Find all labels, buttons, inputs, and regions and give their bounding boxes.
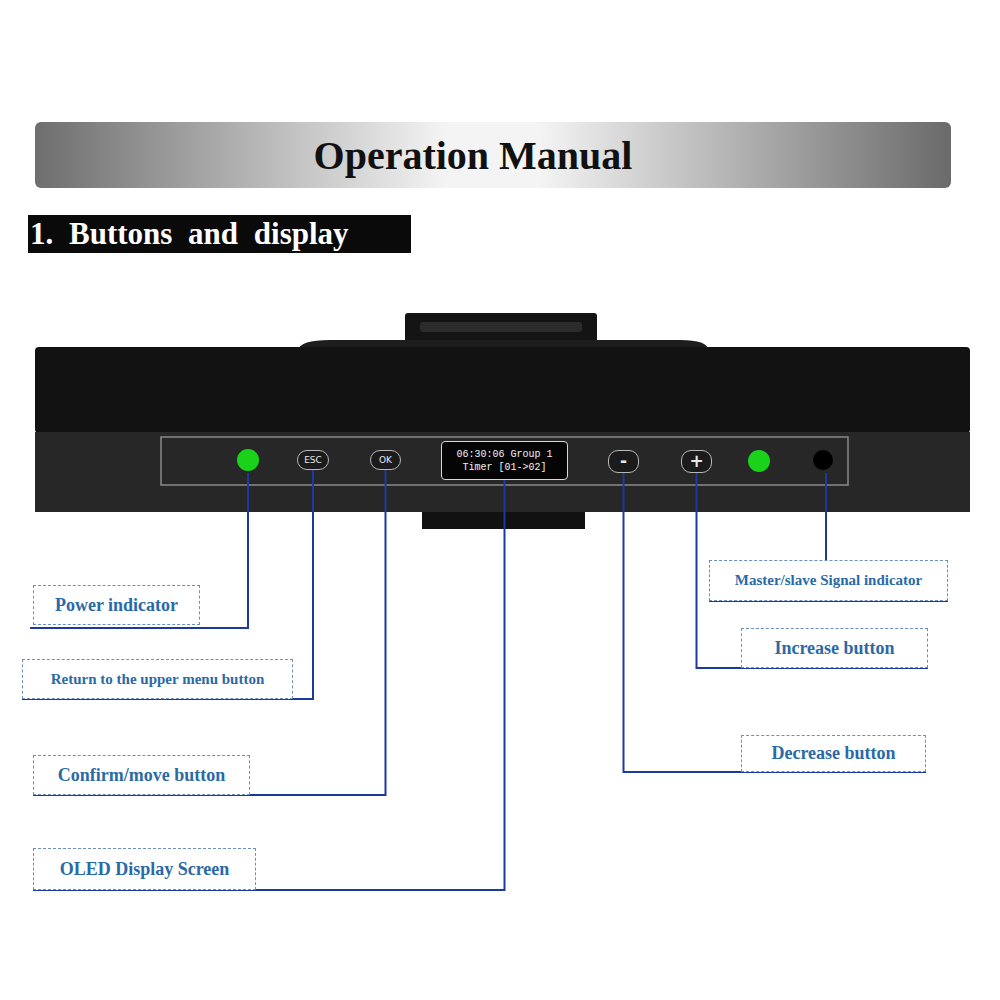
leader-line [22,470,313,699]
callout-label: Return to the upper menu button [22,659,293,699]
status-led [748,450,770,472]
title-text: Operation Manual [35,122,951,188]
screen-text: 06:30:06 Group 1 [456,448,552,461]
leader-line [30,473,248,628]
callout-text: Master/slave Signal indicator [735,572,923,589]
decrease-key: - [608,450,639,473]
control-panel [161,437,848,485]
callout-label: Master/slave Signal indicator [709,560,948,601]
callout-text: OLED Display Screen [60,859,230,880]
esc-button: ESC [297,450,329,470]
power-led [237,449,259,471]
ok-button: OK [370,450,401,470]
callout-label: Confirm/move button [33,755,250,795]
section-heading: 1. Buttons and display [28,215,411,253]
device-body [35,347,970,433]
callout-label: OLED Display Screen [33,848,256,890]
leader-line [33,470,386,795]
knob-slot [420,322,582,332]
callout-text: Confirm/move button [58,765,226,786]
button-label: OK [379,455,392,465]
button-label: + [689,453,703,470]
callout-text: Increase button [774,638,894,659]
callout-label: Decrease button [741,735,926,772]
callout-text: Power indicator [55,595,178,616]
leader-line [825,473,827,560]
callout-label: Power indicator [33,585,200,625]
device-front [35,432,970,512]
callout-label: Increase button [741,628,928,668]
button-label: - [620,453,627,470]
oled-screen: 06:30:06 Group 1Timer [01->02] [441,441,568,480]
callout-text: Return to the upper menu button [51,671,265,688]
heading-band [28,215,411,253]
increase-key: + [681,450,712,473]
callout-text: Decrease button [771,743,895,764]
signal-led [813,450,833,470]
button-label: ESC [304,455,322,465]
leader-line [624,473,927,772]
screen-text: Timer [01->02] [462,461,546,474]
title-band [35,122,951,188]
